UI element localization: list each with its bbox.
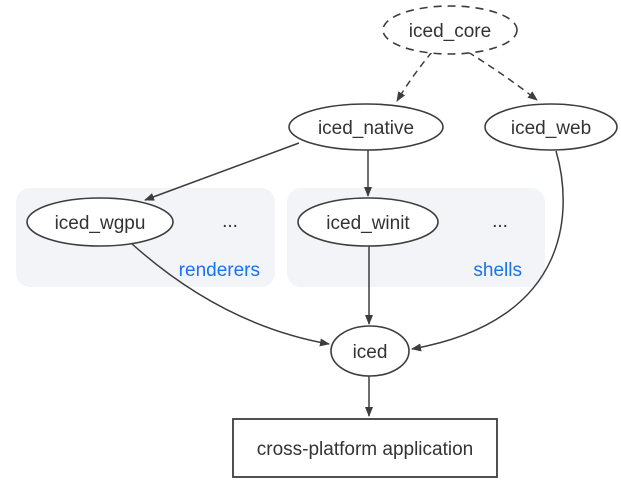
- edges: [130, 51, 564, 417]
- iced-ellipse: [330, 325, 410, 377]
- renderers-group-label: renderers: [179, 260, 260, 281]
- edge-core-to-native: [396, 51, 433, 102]
- iced-wgpu-ellipse: [26, 197, 174, 247]
- edge-native-to-wgpu: [144, 142, 300, 201]
- iced-core-ellipse: [382, 5, 518, 55]
- node-iced-winit: iced_winit: [297, 197, 439, 247]
- renderers-ellipsis: ...: [222, 211, 238, 232]
- shells-group-label: shells: [473, 260, 522, 281]
- node-iced: iced: [330, 325, 410, 377]
- edge-web-to-iced: [411, 150, 564, 352]
- iced-native-ellipse: [288, 103, 444, 151]
- node-application: cross-platform application: [232, 418, 498, 478]
- iced-winit-label: iced_winit: [326, 213, 410, 234]
- iced-label: iced: [353, 342, 388, 363]
- edge-core-to-web: [467, 51, 538, 101]
- application-label: cross-platform application: [257, 439, 473, 460]
- iced-wgpu-label: iced_wgpu: [55, 213, 146, 234]
- iced-native-label: iced_native: [318, 118, 414, 139]
- iced-web-label: iced_web: [511, 118, 591, 139]
- node-iced-wgpu: iced_wgpu: [26, 197, 174, 247]
- nodes: iced_core iced_native iced_web iced_wgpu…: [26, 5, 618, 478]
- node-iced-web: iced_web: [484, 103, 618, 151]
- application-box: [232, 418, 498, 478]
- node-iced-native: iced_native: [288, 103, 444, 151]
- node-iced-core: iced_core: [382, 5, 518, 55]
- iced-core-label: iced_core: [409, 21, 491, 42]
- iced-winit-ellipse: [297, 197, 439, 247]
- iced-web-ellipse: [484, 103, 618, 151]
- shells-ellipsis: ...: [492, 211, 508, 232]
- edge-wgpu-to-iced: [130, 242, 330, 347]
